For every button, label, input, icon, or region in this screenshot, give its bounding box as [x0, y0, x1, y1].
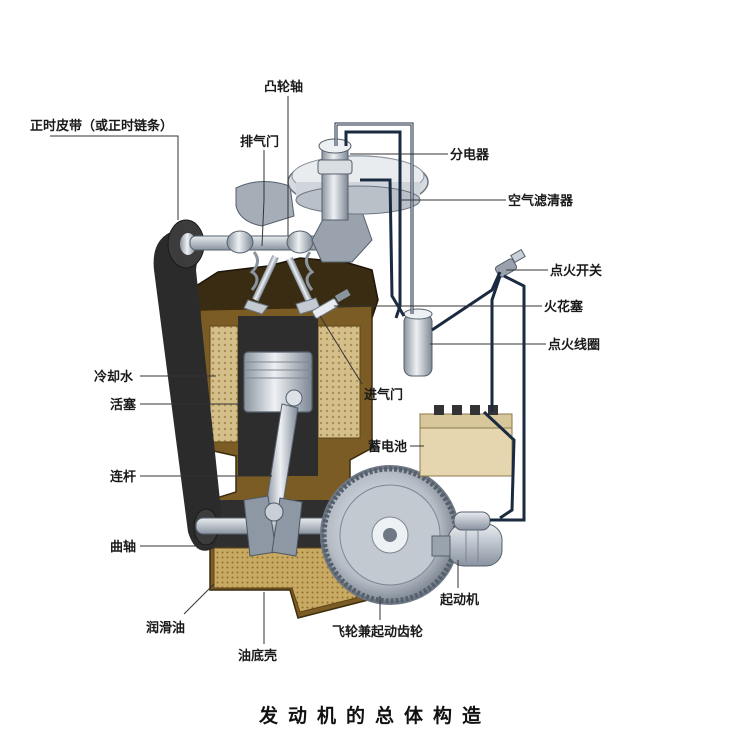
- diagram-caption: 发动机的总体构造: [258, 704, 491, 727]
- label-oil-pan: 油底壳: [238, 648, 277, 664]
- label-air-filter: 空气滤清器: [508, 193, 574, 209]
- spark-plug-part: [311, 289, 351, 319]
- label-battery: 蓄电池: [368, 439, 407, 455]
- label-piston: 活塞: [110, 397, 137, 413]
- label-timing-belt: 正时皮带（或正时链条）: [30, 118, 173, 134]
- label-ignition-coil: 点火线圈: [548, 337, 600, 353]
- label-coolant: 冷却水: [94, 369, 134, 385]
- label-crankshaft: 曲轴: [110, 539, 136, 555]
- label-intake-valve: 进气门: [364, 387, 403, 403]
- cooling-jacket-left: [209, 325, 239, 443]
- label-starter-motor: 起动机: [439, 592, 479, 608]
- label-spark-plug: 火花塞: [544, 299, 584, 315]
- piston: [243, 351, 313, 413]
- ignition-coil-part: [403, 308, 433, 377]
- wiring: [334, 122, 526, 522]
- label-flywheel: 飞轮兼起动齿轮: [332, 624, 423, 640]
- flywheel-part: [320, 465, 460, 605]
- starter-motor-part: [431, 511, 503, 567]
- exhaust-manifold: [235, 181, 295, 227]
- leader-lines: [50, 96, 548, 644]
- intake-valve-part: [286, 251, 321, 315]
- cooling-jacket-right: [317, 325, 361, 439]
- distributor-part: [317, 138, 353, 221]
- label-lubricating-oil: 润滑油: [146, 620, 185, 636]
- labels: 凸轮轴 正时皮带（或正时链条） 排气门 分电器 空气滤清器 点火开关 火花塞 点…: [30, 79, 602, 664]
- exhaust-valve-part: [243, 251, 279, 315]
- label-connecting-rod: 连杆: [110, 469, 136, 485]
- battery-part: [418, 405, 514, 477]
- timing-belt: [153, 228, 222, 551]
- piston-assembly: [243, 351, 313, 511]
- label-distributor: 分电器: [450, 147, 490, 163]
- label-camshaft: 凸轮轴: [264, 79, 303, 95]
- piston-pin: [285, 389, 303, 407]
- label-exhaust-valve: 排气门: [240, 134, 279, 150]
- label-ignition-switch: 点火开关: [550, 263, 602, 279]
